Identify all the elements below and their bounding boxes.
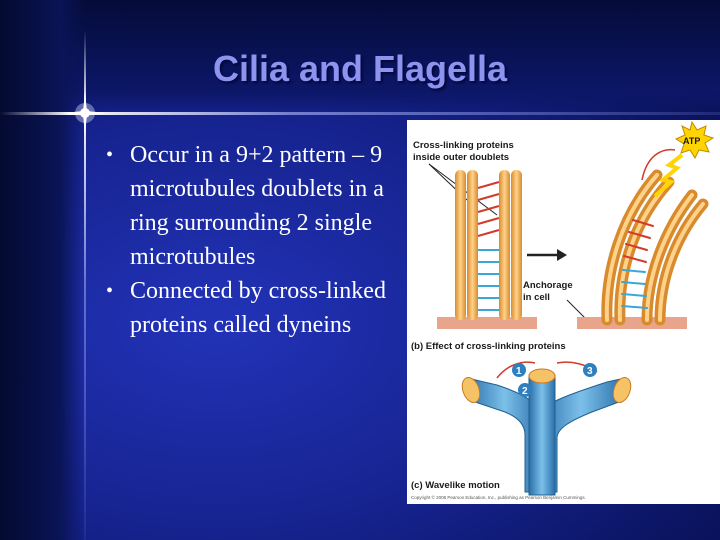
bullet-dot: • [106,144,114,166]
anchorage-plate [437,317,537,329]
step-2: 2 [522,386,528,397]
transition-arrow-head [557,249,567,261]
title-band [0,0,720,115]
copyright-note: Copyright © 2008 Pearson Education, Inc.… [411,494,586,500]
lightning-icon [653,153,684,198]
diagram-svg: Cross-linking proteins inside outer doub… [411,120,715,500]
atp-label: ATP [683,136,700,146]
vertical-glow-line [84,30,86,540]
bent-doublets [601,169,709,326]
anchorage-plate [577,317,687,329]
caption-b: (b) Effect of cross-linking proteins [411,341,566,352]
horizontal-glow-line [0,112,720,115]
bullet-text: Occur in a 9+2 pattern – 9 microtubules … [130,142,384,270]
bend-arrow [641,148,676,181]
bullet-list: • Occur in a 9+2 pattern – 9 microtubule… [106,138,406,342]
bullet-dot: • [106,280,114,302]
cross-linking-label-2: inside outer doublets [413,152,509,163]
bullet-text: Connected by cross-linked proteins calle… [130,278,386,338]
cross-linking-label: Cross-linking proteins [413,140,514,151]
step-markers: 1 2 3 [496,361,598,397]
wavelike-cilium [461,368,632,496]
atp-burst-icon: ATP [674,120,715,160]
sparkle-star-icon [64,92,106,134]
step-1: 1 [516,366,522,377]
pointer-line [566,299,588,321]
anchorage-label-2: in cell [523,292,550,303]
bullet-item: • Connected by cross-linked proteins cal… [106,274,406,342]
caption-c: (c) Wavelike motion [411,480,500,491]
bullet-item: • Occur in a 9+2 pattern – 9 microtubule… [106,138,406,274]
step-3: 3 [587,366,593,377]
cilia-diagram: Cross-linking proteins inside outer doub… [407,120,720,504]
straight-doublets [455,170,522,320]
anchorage-label: Anchorage [523,280,573,291]
slide-title: Cilia and Flagella [212,48,508,89]
left-band [0,0,85,540]
